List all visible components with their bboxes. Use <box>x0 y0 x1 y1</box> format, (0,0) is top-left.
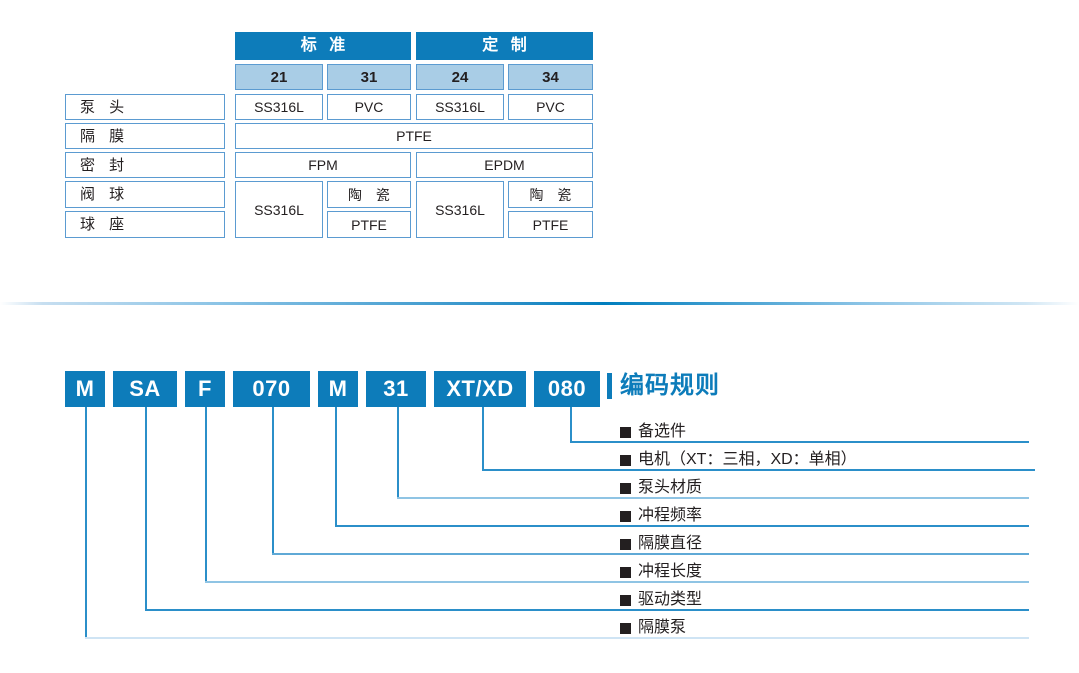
materials-table: 标 准 定 制 21 31 24 34 泵 头 隔 膜 密 封 阀 球 球 座 … <box>65 32 593 240</box>
legend-item-drive-type: 驱动类型 <box>620 588 702 612</box>
table-header-standard: 标 准 <box>235 32 411 60</box>
table-row-label-seal: 密 封 <box>65 152 225 178</box>
coding-rule-title: 编码规则 <box>620 372 720 399</box>
leader-hline-motor <box>482 469 1035 471</box>
legend-label-stroke-length: 冲程长度 <box>638 563 703 580</box>
legend-label-motor: 电机（XT：三相，XD：单相） <box>638 451 857 468</box>
table-row-label-diaphragm: 隔 膜 <box>65 123 225 149</box>
code-box-motor: XT/XD <box>434 371 526 407</box>
legend-item-optional-parts: 备选件 <box>620 420 686 444</box>
leader-vline-motor <box>482 407 484 471</box>
code-box-stroke-frequency: M <box>318 371 358 407</box>
table-cell-pump-head-31: PVC <box>327 94 411 120</box>
legend-label-stroke-frequency: 冲程频率 <box>638 507 703 524</box>
legend-label-drive-type: 驱动类型 <box>638 591 703 608</box>
table-header-custom: 定 制 <box>416 32 593 60</box>
leader-hline-pump-head-material <box>397 497 1029 499</box>
table-cell-pump-head-34: PVC <box>508 94 593 120</box>
leader-hline-optional-parts <box>570 441 1029 443</box>
leader-hline-drive-type <box>145 609 1029 611</box>
leader-vline-diaphragm-diameter <box>272 407 274 555</box>
code-box-diaphragm-pump: M <box>65 371 105 407</box>
leader-vline-drive-type <box>145 407 147 611</box>
leader-hline-stroke-length <box>205 581 1029 583</box>
square-bullet-icon <box>620 622 631 634</box>
table-cell-seal-standard: FPM <box>235 152 411 178</box>
square-bullet-icon <box>620 510 631 522</box>
legend-item-diaphragm-pump: 隔膜泵 <box>620 616 686 640</box>
code-box-drive-type: SA <box>113 371 177 407</box>
leader-vline-optional-parts <box>570 407 572 443</box>
code-box-optional-parts: 080 <box>534 371 600 407</box>
legend-item-motor: 电机（XT：三相，XD：单相） <box>620 448 857 472</box>
table-cell-valve-ball-seat-24: SS316L <box>416 181 504 238</box>
square-bullet-icon <box>620 594 631 606</box>
code-box-stroke-length: F <box>185 371 225 407</box>
table-cell-diaphragm-all: PTFE <box>235 123 593 149</box>
code-box-pump-head-material: 31 <box>366 371 426 407</box>
table-cell-ball-seat-34: PTFE <box>508 211 593 238</box>
legend-item-stroke-length: 冲程长度 <box>620 560 702 584</box>
square-bullet-icon <box>620 426 631 438</box>
square-bullet-icon <box>620 566 631 578</box>
table-row-label-ball-seat: 球 座 <box>65 211 225 238</box>
table-cell-seal-custom: EPDM <box>416 152 593 178</box>
legend-label-diaphragm-pump: 隔膜泵 <box>638 619 687 636</box>
table-cell-pump-head-24: SS316L <box>416 94 504 120</box>
square-bullet-icon <box>620 482 631 494</box>
legend-label-optional-parts: 备选件 <box>638 423 687 440</box>
legend-item-stroke-frequency: 冲程频率 <box>620 504 702 528</box>
legend-item-pump-head-material: 泵头材质 <box>620 476 702 500</box>
coding-title-accent-bar <box>607 373 612 399</box>
table-subheader-31: 31 <box>327 64 411 90</box>
leader-vline-stroke-length <box>205 407 207 583</box>
table-cell-valve-ball-seat-21: SS316L <box>235 181 323 238</box>
leader-vline-stroke-frequency <box>335 407 337 527</box>
leader-hline-diaphragm-pump <box>85 637 1029 639</box>
legend-label-diaphragm-diameter: 隔膜直径 <box>638 535 703 552</box>
table-cell-ball-seat-31: PTFE <box>327 211 411 238</box>
table-cell-valve-ball-31: 陶 瓷 <box>327 181 411 208</box>
table-subheader-34: 34 <box>508 64 593 90</box>
square-bullet-icon <box>620 454 631 466</box>
leader-hline-diaphragm-diameter <box>272 553 1029 555</box>
table-cell-pump-head-21: SS316L <box>235 94 323 120</box>
leader-vline-pump-head-material <box>397 407 399 499</box>
table-subheader-21: 21 <box>235 64 323 90</box>
table-row-label-pump-head: 泵 头 <box>65 94 225 120</box>
section-divider <box>0 302 1079 305</box>
table-cell-valve-ball-34: 陶 瓷 <box>508 181 593 208</box>
square-bullet-icon <box>620 538 631 550</box>
legend-label-pump-head-material: 泵头材质 <box>638 479 703 496</box>
code-box-diaphragm-diameter: 070 <box>233 371 310 407</box>
leader-hline-stroke-frequency <box>335 525 1029 527</box>
leader-vline-diaphragm-pump <box>85 407 87 639</box>
legend-item-diaphragm-diameter: 隔膜直径 <box>620 532 702 556</box>
table-subheader-24: 24 <box>416 64 504 90</box>
table-row-label-valve-ball: 阀 球 <box>65 181 225 208</box>
